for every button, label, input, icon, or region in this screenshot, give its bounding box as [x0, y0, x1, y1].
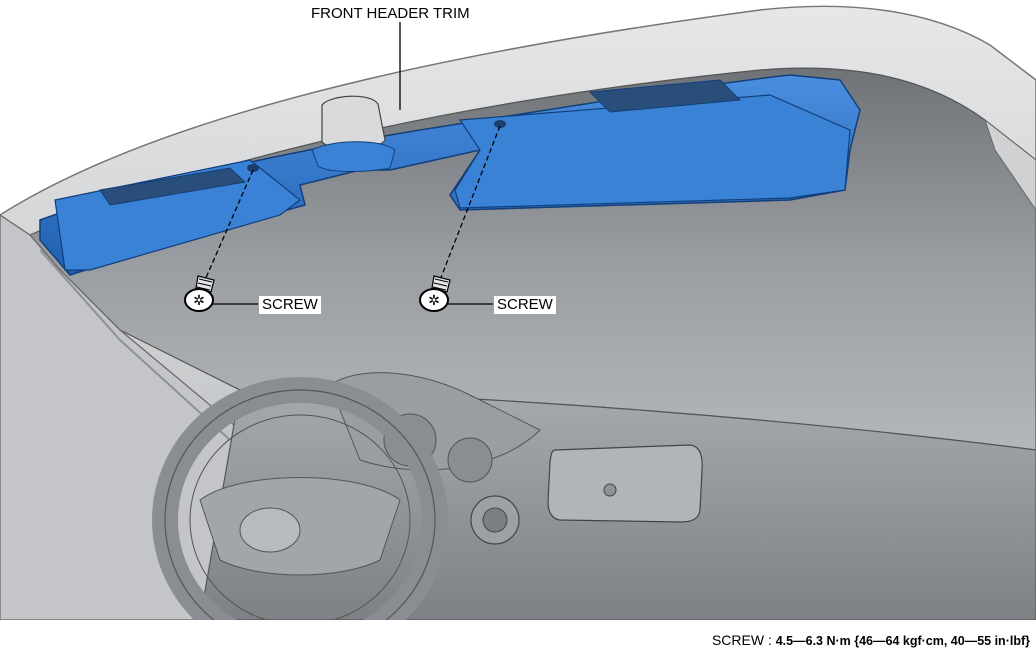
screw-hole-right: [494, 120, 506, 128]
front-header-trim: [39, 74, 861, 276]
svg-text:✲: ✲: [428, 293, 440, 309]
torque-part-name: SCREW: [711, 632, 765, 648]
a-pillar-right: [983, 118, 1036, 211]
label-screw-right: SCREW: [494, 296, 556, 314]
display-knob: [603, 483, 617, 497]
svg-text:✲: ✲: [193, 293, 205, 309]
screw-path-left: [204, 169, 254, 281]
torque-value: 4.5—6.3 N·m {46—64 kgf·cm, 40—55 in·lbf}: [775, 634, 1030, 648]
screw-hole-left: [247, 164, 259, 172]
gauge-right: [447, 437, 493, 483]
screw-right-icon: ✲: [419, 275, 451, 312]
pillar-edge-line: [39, 249, 231, 441]
label-front-header-trim: FRONT HEADER TRIM: [311, 5, 470, 22]
vanity-mirror-left: [99, 167, 247, 206]
label-screw-left: SCREW: [259, 296, 321, 314]
sun-visor-right: [454, 94, 851, 209]
vanity-mirror-right: [588, 79, 742, 113]
rearview-mirror-mount: [321, 95, 386, 150]
screw-left-icon: ✲: [184, 275, 215, 312]
center-display: [547, 444, 703, 523]
torque-separator: :: [764, 632, 776, 648]
torque-specification: SCREW : 4.5—6.3 N·m {46—64 kgf·cm, 40—55…: [712, 632, 1030, 648]
instrument-cluster-hood: [329, 372, 541, 471]
screw-path-right: [439, 125, 501, 281]
air-vent-center: [482, 507, 508, 533]
steering-emblem: [239, 507, 301, 553]
